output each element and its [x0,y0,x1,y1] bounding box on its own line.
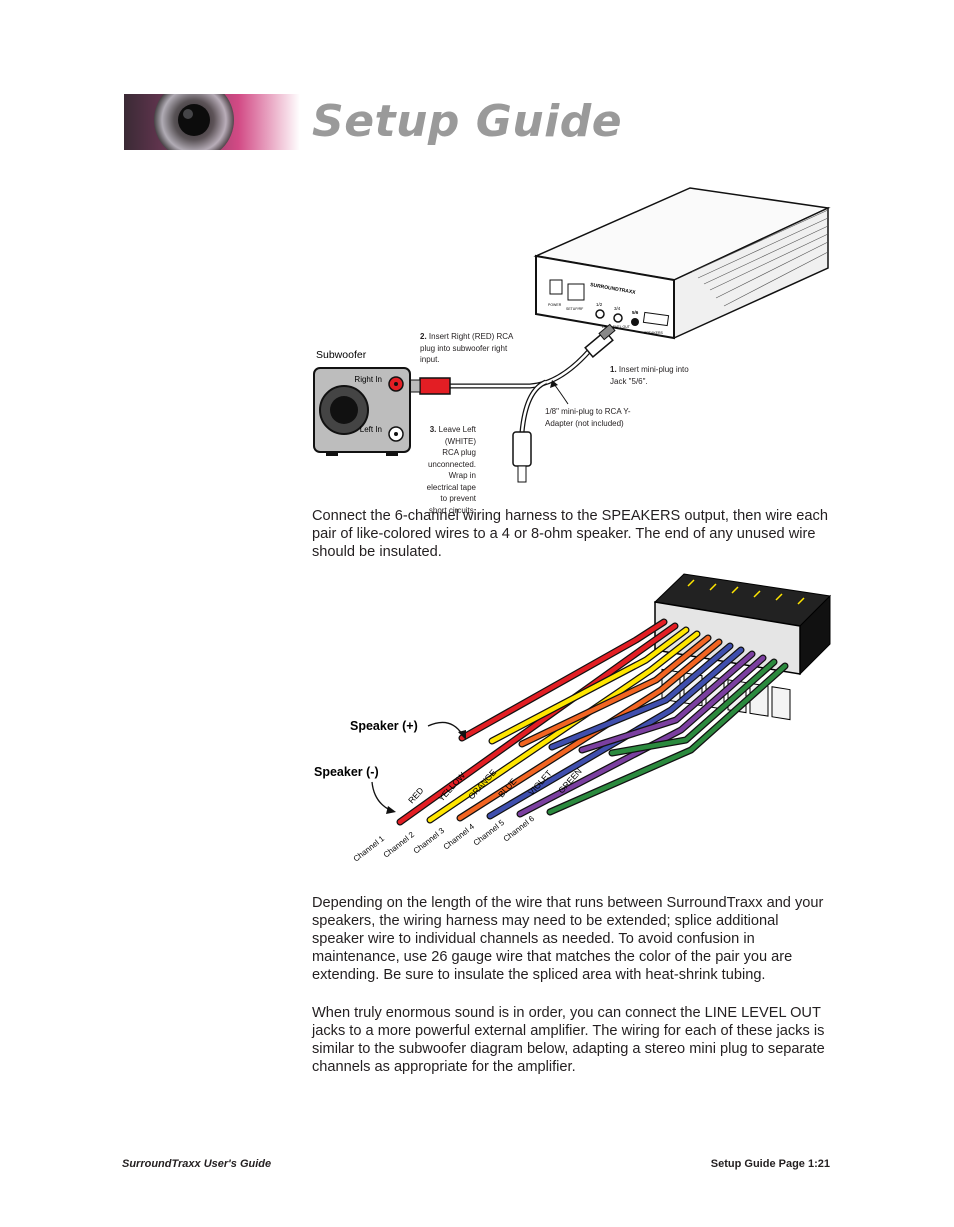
wire-violet-positive [579,651,755,753]
subwoofer-wiring-diagram: SURROUNDTRAXX 1/2 3/4 5/6 POWER SETUP/RF… [313,187,831,483]
wire-orange-negative [457,639,722,821]
speaker-negative-label: Speaker (-) [314,765,379,779]
port-label-line-out: LINE LEVEL OUT [602,325,631,329]
jack-label-1: 1/2 [596,302,603,307]
subwoofer-label: Subwoofer [316,349,367,361]
harness-wires [396,618,789,826]
channel-label-5: Channel 5 [472,818,507,848]
speaker-positive-arrow [427,721,463,735]
wire-blue-positive [549,643,733,750]
step3-text: Leave Left (WHITE) RCA plug unconnected.… [426,425,476,515]
step3-number: 3. [429,425,437,434]
speaker-positive-arrowhead [458,730,466,740]
jack-label-3: 5/6 [632,310,639,315]
wire-yellow-negative [427,631,700,823]
amplifier-instructions: When truly enormous sound is in order, y… [312,1005,825,1075]
wire-blue-negative [487,647,744,819]
wire-red-negative [397,623,678,825]
speaker-negative-arrow [371,781,391,811]
wire-yellow-positive [489,627,689,744]
port-label-speakers: SPEAKERS [644,331,664,335]
step1-callout: 1. Insert mini-plug into Jack "5/6". [610,364,692,387]
jack-label-2: 3/4 [614,306,621,311]
wire-violet-negative [517,655,766,817]
step3-callout: 3. Leave Left (WHITE) RCA plug unconnect… [426,424,476,516]
left-in-label: Left In [360,425,382,434]
extension-instructions: Depending on the length of the wire that… [312,895,824,983]
channel-label-2: Channel 2 [382,830,417,860]
adapter-callout: 1/8" mini-plug to RCA Y-Adapter (not inc… [545,407,631,428]
right-in-label: Right In [354,375,382,384]
speaker-positive-label: Speaker (+) [350,719,418,733]
page-title: Setup Guide [312,96,623,147]
wire-green-negative [547,663,788,815]
channel-label-4: Channel 4 [442,822,477,852]
channel-label-3: Channel 3 [412,826,447,856]
port-label-setup: SETUP/RF [566,307,583,311]
wire-red-positive [459,619,667,741]
adapter-arrowhead [550,380,558,388]
surroundtraxx-box: SURROUNDTRAXX 1/2 3/4 5/6 POWER SETUP/RF… [533,187,831,340]
channel-label-6: Channel 6 [502,814,537,844]
harness-instructions: Connect the 6-channel wiring harness to … [312,508,828,560]
footer-guide-title: SurroundTraxx User's Guide [122,1158,272,1170]
footer-page-number: Setup Guide Page 1:21 [710,1158,830,1170]
wire-orange-positive [519,635,711,747]
subwoofer-unit [313,367,411,456]
step2-callout: 2. Insert Right (RED) RCA plug into subw… [420,331,520,366]
step1-number: 1. [610,365,617,374]
step1-text: Insert mini-plug into Jack "5/6". [610,365,689,386]
adapter-pointer-arrow [553,383,569,405]
port-label-power: POWER [548,303,562,307]
wire-green-positive [609,659,777,756]
channel-label-1: Channel 1 [352,834,387,864]
step2-number: 2. [420,332,427,341]
header-speaker-photo [124,94,300,150]
speaker-negative-arrowhead [386,806,396,814]
step2-text: Insert Right (RED) RCA plug into subwoof… [420,332,513,364]
